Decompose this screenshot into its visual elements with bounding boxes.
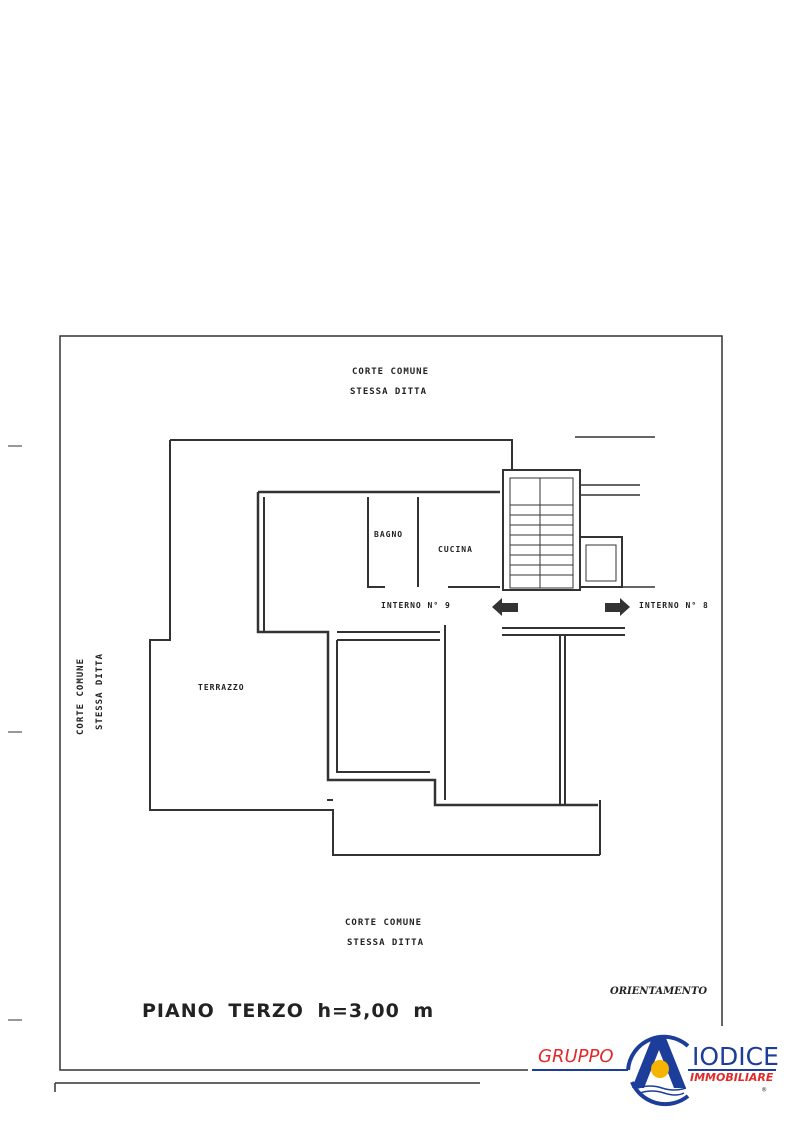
left-owner-label: STESSA DITTA [95, 652, 105, 730]
top-court-label: CORTE COMUNE [352, 367, 430, 377]
floor-title: PIANO TERZO h=3,00 m [142, 1000, 435, 1022]
logo-word-gruppo: GRUPPO [538, 1046, 614, 1067]
bottom-owner-label: STESSA DITTA [347, 938, 425, 948]
registered-mark: ® [762, 1086, 767, 1094]
unit-8-label: INTERNO N° 8 [639, 601, 709, 610]
room-terrazzo: TERRAZZO [198, 683, 245, 692]
bottom-court-label: CORTE COMUNE [345, 918, 423, 928]
logo-word-immobiliare: IMMOBILIARE [690, 1071, 774, 1084]
orientation-label: ORIENTAMENTO [610, 986, 708, 997]
logo-mark-icon [532, 1034, 776, 1107]
unit-9-label: INTERNO N° 9 [381, 601, 451, 610]
left-court-label: CORTE COMUNE [76, 657, 86, 735]
top-owner-label: STESSA DITTA [350, 387, 428, 397]
building-outline [149, 439, 600, 856]
arrow-left-icon [492, 598, 518, 616]
company-logo: GRUPPO IODICE IMMOBILIARE ® [528, 1026, 800, 1110]
logo-word-iodice: IODICE [692, 1042, 779, 1071]
arrow-right-icon [605, 598, 630, 616]
page-frame [59, 335, 723, 1071]
room-bagno: BAGNO [374, 530, 404, 539]
room-cucina: CUCINA [438, 545, 473, 554]
